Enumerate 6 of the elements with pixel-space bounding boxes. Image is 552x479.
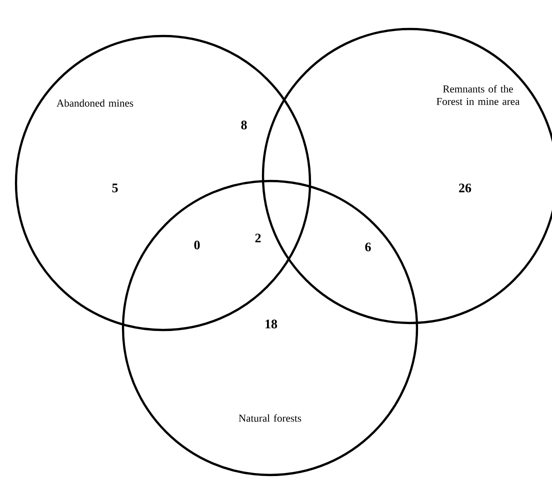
count-label: 2: [255, 234, 261, 242]
count-label: 26: [459, 184, 472, 192]
count-label: 5: [112, 184, 118, 192]
count-label: 0: [194, 240, 200, 250]
count-label: 8: [241, 120, 247, 130]
count-label: 6: [365, 242, 371, 252]
